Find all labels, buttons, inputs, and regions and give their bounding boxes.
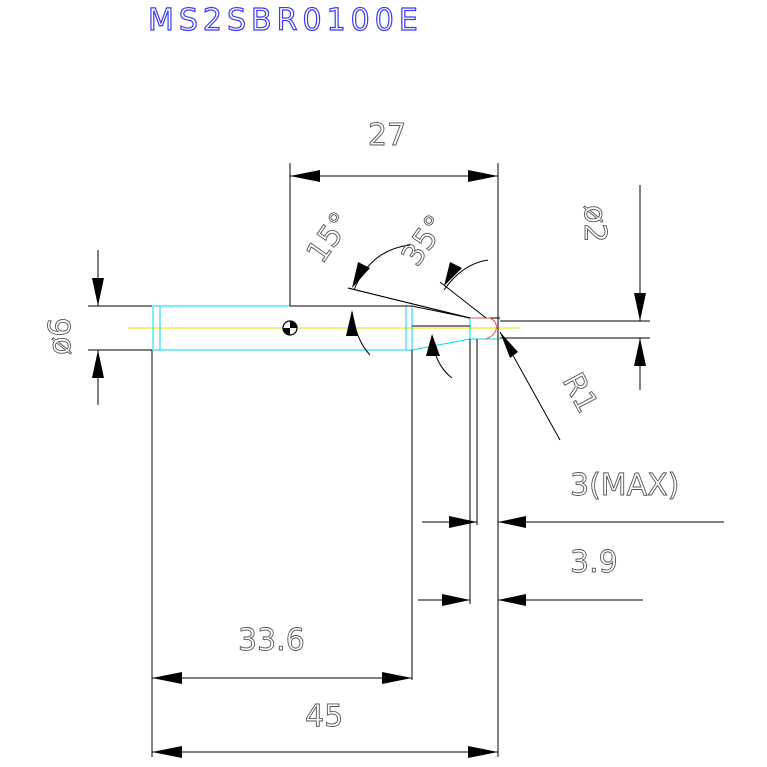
dim-taper-angle-1: 15° <box>300 206 359 270</box>
dim-shank-diameter: ø6 <box>43 318 78 355</box>
tool-tip <box>470 317 497 340</box>
dim-corner-radius: R1 <box>555 367 605 419</box>
extension-lines <box>88 163 650 757</box>
dim-tip-diameter: ø2 <box>577 205 612 242</box>
taper-lines <box>290 287 500 327</box>
dim-neck-length: 3.9 <box>570 545 618 580</box>
dim-taper-angle-2: 35° <box>395 209 454 273</box>
drawing-title: MS2SBR0100E <box>148 3 423 38</box>
dim-neck-start-length: 33.6 <box>238 623 305 658</box>
dim-flute-length: 3(MAX) <box>570 468 679 503</box>
arrowheads <box>92 170 646 758</box>
dim-overall-length: 45 <box>305 699 343 734</box>
dim-shank-to-tip-length: 27 <box>368 118 406 153</box>
origin-marker-icon <box>282 320 298 336</box>
